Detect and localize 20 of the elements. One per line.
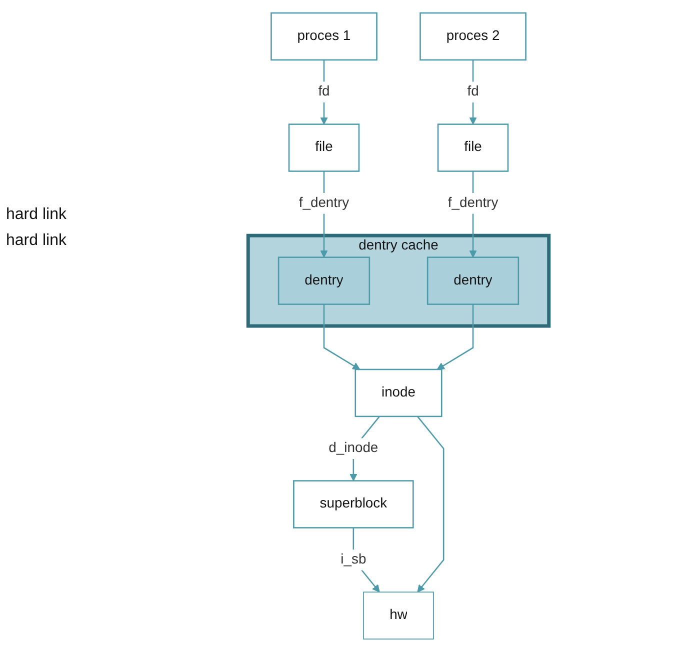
- node-box: proces 2: [420, 12, 526, 61]
- edge-label: f_dentry: [448, 196, 498, 210]
- edge-label: d_inode: [328, 440, 378, 456]
- arrow: [417, 416, 444, 592]
- side-note: hard link: [6, 206, 68, 224]
- edge-label: fd: [467, 84, 479, 100]
- edge-label: fd: [318, 84, 330, 100]
- side-note: hard link: [6, 232, 68, 250]
- arrow: [323, 304, 360, 370]
- node-box: file: [437, 124, 509, 172]
- edge-label: f_dentry: [298, 196, 350, 210]
- node-box: superblock: [293, 480, 414, 528]
- edge-label: i_sb: [340, 552, 366, 567]
- node-box: proces 1: [270, 12, 378, 61]
- node-box: hw: [363, 592, 434, 640]
- arrow: [436, 304, 474, 370]
- node-box: inode: [354, 368, 442, 418]
- node-box: dentry: [426, 256, 520, 305]
- node-box: file: [288, 124, 360, 172]
- node-box: dentry: [278, 256, 370, 305]
